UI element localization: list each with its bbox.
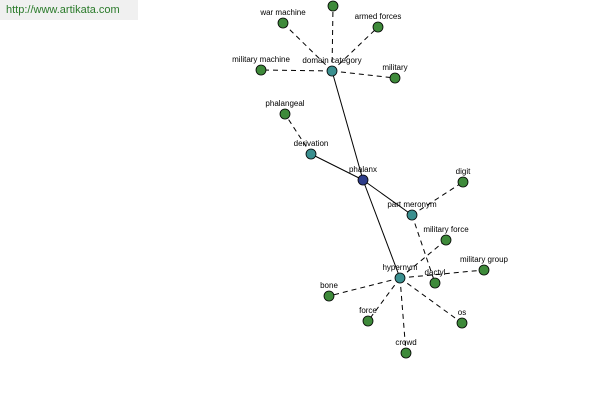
- node-label-os: os: [458, 308, 466, 317]
- node-label-war-machine: war machine: [259, 8, 306, 17]
- node-label-phalangeal: phalangeal: [265, 99, 304, 108]
- node-label-derivation: derivation: [294, 139, 329, 148]
- node-os[interactable]: [456, 317, 468, 329]
- edge-phalanx-to-hypernym: [362, 179, 401, 279]
- edge-domain-category-to-military-machine: [260, 69, 333, 72]
- edge-phalanx-to-derivation: [310, 153, 364, 181]
- edge-part-meronym-to-digit: [411, 181, 464, 216]
- edge-domain-category-to-armed-forces: [331, 26, 379, 72]
- node-domain-category[interactable]: [326, 65, 338, 77]
- edge-hypernym-to-bone: [328, 277, 401, 297]
- node-part-meronym[interactable]: [406, 209, 418, 221]
- node-label-digit: digit: [456, 167, 471, 176]
- labels-layer: phalanx domain category derivation part mer…: [232, 8, 508, 347]
- node-digit[interactable]: [457, 176, 469, 188]
- node-military-group[interactable]: [478, 264, 490, 276]
- node-crowd[interactable]: [400, 347, 412, 359]
- edge-hypernym-to-crowd: [399, 277, 407, 354]
- edge-phalanx-to-domain-category: [331, 70, 364, 181]
- node-military-force[interactable]: [440, 234, 452, 246]
- edge-part-meronym-to-dactyl: [411, 214, 436, 284]
- node-label-dactyl: dactyl: [425, 268, 446, 277]
- node-label-military-group: military group: [460, 255, 509, 264]
- node-label-military-machine: military machine: [232, 55, 290, 64]
- edge-phalanx-to-part-meronym: [362, 179, 413, 216]
- node-war-machine[interactable]: [277, 17, 289, 29]
- node-label-crowd: crowd: [395, 338, 416, 347]
- node-bone[interactable]: [323, 290, 335, 302]
- node-label-armed-forces: armed forces: [355, 12, 402, 21]
- node-blank-top[interactable]: [327, 0, 339, 12]
- edge-derivation-to-phalangeal: [284, 113, 312, 155]
- node-label-military: military: [382, 63, 407, 72]
- node-label-part-meronym: part meronym: [387, 200, 437, 209]
- node-label-phalanx: phalanx: [349, 165, 377, 174]
- node-label-bone: bone: [320, 281, 338, 290]
- node-armed-forces[interactable]: [372, 21, 384, 33]
- node-label-hypernym: hypernym: [382, 263, 417, 272]
- node-hypernym[interactable]: [394, 272, 406, 284]
- edge-hypernym-to-military-force: [399, 239, 447, 279]
- watermark-link[interactable]: http://www.artikata.com: [0, 0, 138, 20]
- node-label-domain-category: domain category: [302, 56, 361, 65]
- node-label-military-force: military force: [423, 225, 469, 234]
- node-military[interactable]: [389, 72, 401, 84]
- node-derivation[interactable]: [305, 148, 317, 160]
- node-phalanx[interactable]: [357, 174, 369, 186]
- node-military-machine[interactable]: [255, 64, 267, 76]
- node-dactyl[interactable]: [429, 277, 441, 289]
- edge-domain-category-to-military: [331, 70, 396, 79]
- edge-domain-category-to-blank-top: [331, 5, 334, 72]
- nodes-layer: [255, 0, 490, 359]
- node-label-force: force: [359, 306, 377, 315]
- edge-hypernym-to-os: [399, 277, 463, 324]
- node-phalangeal[interactable]: [279, 108, 291, 120]
- edge-domain-category-to-war-machine: [282, 22, 333, 72]
- edges-layer: [260, 5, 485, 354]
- node-force[interactable]: [362, 315, 374, 327]
